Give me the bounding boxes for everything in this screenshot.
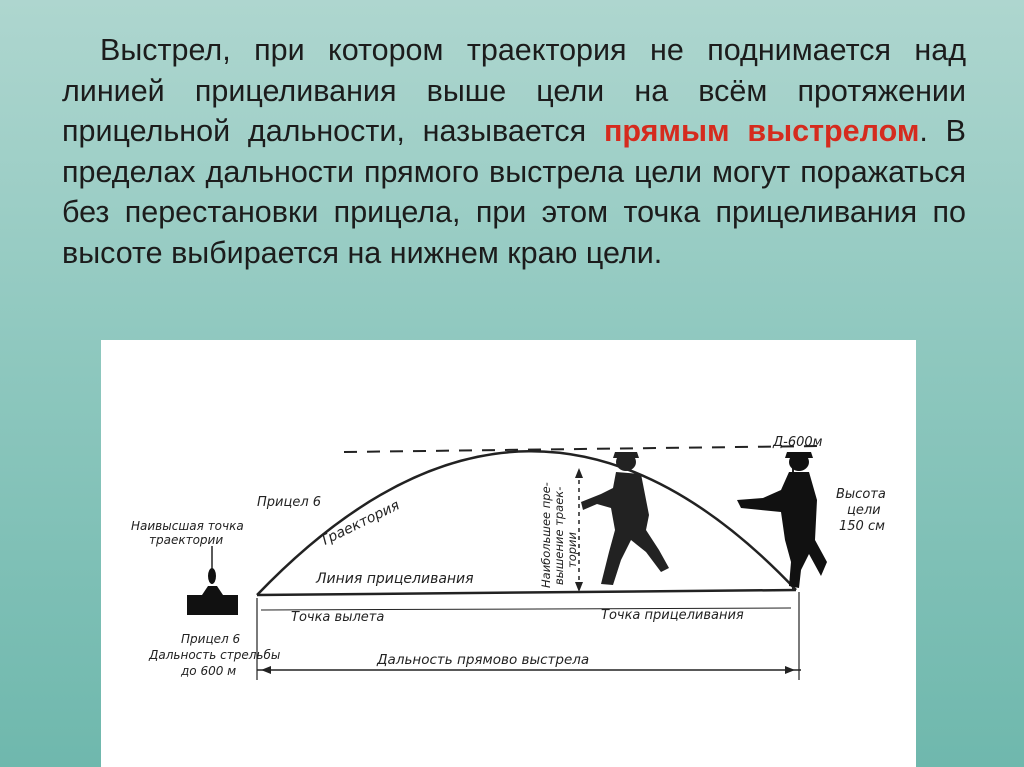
- firing-range-label: Дальность стрельбы: [148, 648, 280, 662]
- sight-line-label: Линия прицеливания: [315, 571, 474, 587]
- target-height-label-3: 150 см: [839, 519, 885, 534]
- departure-point-label: Точка вылета: [291, 610, 384, 625]
- arrow-down-icon: [575, 582, 583, 592]
- arrow-left-icon: [261, 666, 271, 674]
- trajectory-curve: [256, 450, 797, 596]
- trajectory-diagram: Д-600м Прицел 6 Наивысшая точка траектор…: [101, 340, 916, 767]
- running-soldier-icon: [581, 452, 669, 585]
- paragraph-text-after: . В пределах дальности прямого выстрела …: [62, 114, 966, 270]
- arrow-right-icon: [785, 666, 795, 674]
- highest-point-label-1: Наивысшая точка: [131, 519, 244, 533]
- trajectory-label: Траектория: [318, 497, 403, 549]
- target-height-label-2: цели: [847, 503, 881, 518]
- highest-point-label-2: траектории: [149, 533, 223, 547]
- highlighted-term: прямым выстрелом: [603, 114, 920, 148]
- point-leader-line: [260, 607, 792, 611]
- aim-point-label: Точка прицеливания: [601, 608, 744, 623]
- sight-6-top-label: Прицел 6: [257, 495, 321, 510]
- target-height-label-1: Высота: [836, 487, 886, 502]
- direct-shot-range-label: Дальность прямово выстрела: [376, 652, 589, 668]
- paragraph-text-before: Выстрел, при котором траектория не подни…: [62, 33, 966, 148]
- sight-post-icon: [208, 568, 216, 584]
- max-rise-label-1: Наибольшее пре-: [539, 482, 553, 588]
- max-rise-label-2: вышение траек-: [552, 487, 566, 585]
- diagram-svg: Д-600м Прицел 6 Наивысшая точка траектор…: [131, 435, 886, 680]
- arrow-up-icon: [575, 468, 583, 478]
- up-to-600m-label: до 600 м: [180, 664, 236, 678]
- max-height-dashed-line: [343, 445, 820, 453]
- max-rise-label-3: тории: [565, 531, 579, 568]
- target-soldier-icon: [737, 452, 827, 588]
- weapon-icon: [187, 586, 238, 615]
- slide-paragraph: Выстрел, при котором траектория не подни…: [62, 30, 966, 273]
- distance-label: Д-600м: [772, 435, 823, 450]
- line-of-sight: [256, 588, 797, 597]
- bottom-sight-label: Прицел 6: [181, 632, 240, 646]
